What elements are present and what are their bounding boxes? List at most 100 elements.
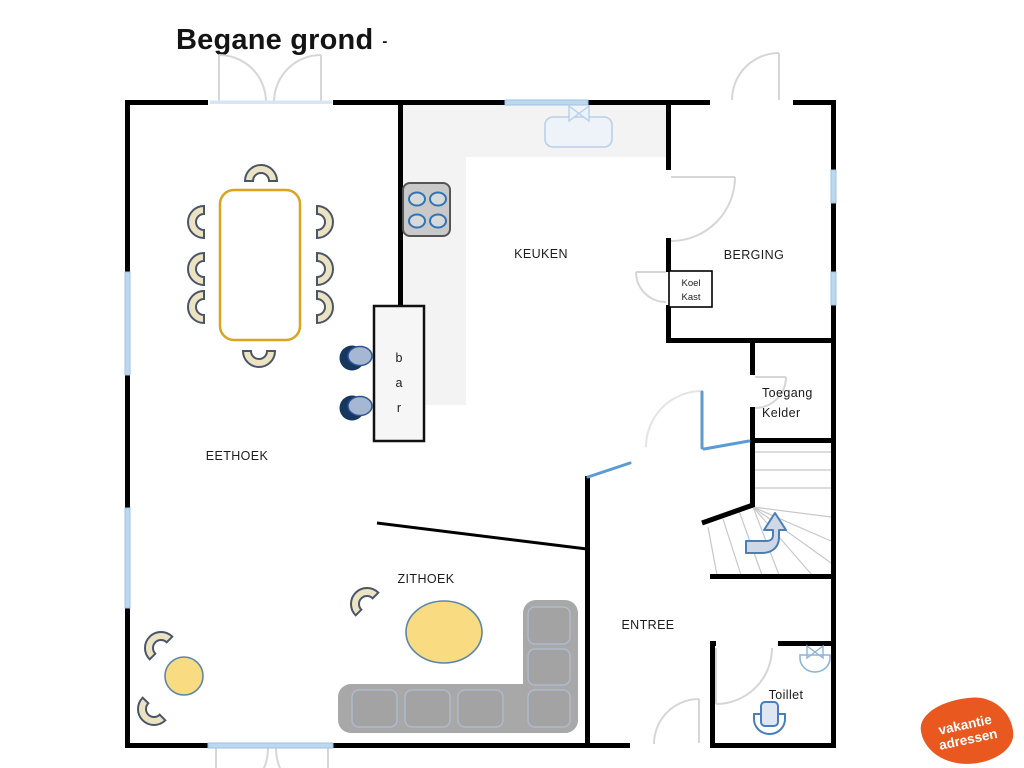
side-table <box>164 656 204 696</box>
sofa-cushion <box>527 648 571 686</box>
wall <box>831 305 836 748</box>
wall-toilet-west <box>710 641 715 748</box>
stair-winder <box>752 506 813 576</box>
sofa-cushion <box>404 689 451 728</box>
wall <box>793 100 836 105</box>
wall-berging-west <box>666 305 671 340</box>
sofa-cushion <box>527 689 571 728</box>
windows <box>124 99 837 749</box>
wall <box>712 743 836 748</box>
burner <box>429 191 447 207</box>
wall-kelder-west <box>750 343 755 375</box>
window-left-upper <box>124 271 131 376</box>
room-label-berging: BERGING <box>724 248 784 262</box>
garden-door-left-arc <box>262 747 269 768</box>
dining-chair <box>241 350 277 368</box>
kitchen-counter-floor <box>403 105 666 405</box>
burner <box>408 213 426 229</box>
walls <box>125 100 836 748</box>
back-door-arc <box>731 52 780 101</box>
bar-label-b: b <box>396 351 403 365</box>
stair-winder <box>752 506 832 564</box>
toilet-tank <box>760 701 779 727</box>
wall-stairs-south <box>710 574 836 579</box>
sofa-cushion <box>527 606 571 645</box>
stove <box>402 182 451 237</box>
wall <box>333 743 630 748</box>
window-right-upper <box>830 169 837 204</box>
room-label-toegang: Toegang <box>762 386 813 400</box>
toilet-door-arc <box>715 647 773 705</box>
dining-chair <box>316 289 334 325</box>
wall-kelder-south <box>750 438 836 443</box>
page-title-suffix: - <box>382 32 388 50</box>
rug-oval <box>405 600 483 664</box>
wall <box>125 375 130 508</box>
bar-stool-seat <box>347 345 373 367</box>
page-title: Begane grond- <box>176 24 388 57</box>
wall-entree-west <box>585 476 590 748</box>
berging-door-arc <box>670 176 736 242</box>
kitchen-sink <box>544 104 613 148</box>
wall <box>831 203 836 272</box>
hall-door-arc <box>645 390 703 448</box>
sink-basin <box>544 116 613 148</box>
wall <box>125 743 208 748</box>
page-title-text: Begane grond <box>176 24 374 56</box>
faucet-bowtie-icon <box>806 644 824 660</box>
bar-label-r: r <box>397 401 401 415</box>
logo-text: vakantie adressen <box>935 712 999 754</box>
toilet-fixtures <box>753 644 831 735</box>
washbasin <box>799 654 831 673</box>
koelkast-label-2: Kast <box>681 292 700 303</box>
stair-winder <box>707 526 718 576</box>
dining-table <box>218 188 302 342</box>
wall <box>333 100 505 105</box>
bar-counter <box>372 304 426 443</box>
sofa <box>338 600 578 733</box>
wall <box>125 608 130 748</box>
window-left-lower <box>124 507 131 609</box>
french-door-right-arc <box>273 54 322 103</box>
dining-chairs <box>187 164 334 368</box>
wall <box>588 100 710 105</box>
bar-stools <box>339 345 373 421</box>
dining-chair <box>187 251 205 287</box>
open-door-leaf <box>702 439 751 451</box>
stove-top <box>402 182 451 237</box>
window-top <box>504 99 589 106</box>
wall <box>125 100 130 272</box>
wall-zithoek-diagonal <box>376 521 588 551</box>
wall-berging-south <box>666 338 836 343</box>
stairs <box>707 451 832 576</box>
bar-stool-seat <box>347 395 373 417</box>
dining-chair <box>243 164 279 182</box>
room-label-keuken: KEUKEN <box>514 247 568 261</box>
room-label-entree: ENTREE <box>621 618 674 632</box>
kelder-door-arc <box>754 376 787 409</box>
stairs-up-arrow-icon <box>745 512 787 554</box>
french-door-sill <box>210 100 332 104</box>
wall-berging-west <box>666 238 671 272</box>
french-door-left-arc <box>218 54 267 103</box>
sofa-cushion <box>457 689 504 728</box>
armchair <box>144 631 174 661</box>
dining-chair <box>187 204 205 240</box>
room-label-eethoek: EETHOEK <box>206 449 269 463</box>
dining-chair <box>316 251 334 287</box>
koelkast-box: Koel Kast <box>668 270 713 308</box>
burner <box>429 213 447 229</box>
sofa-cushion <box>351 689 398 728</box>
burner <box>408 191 426 207</box>
entrance-door-arc <box>653 698 700 745</box>
room-label-toilet: Toillet <box>769 688 804 702</box>
dining-chair <box>187 289 205 325</box>
wall-toilet-north <box>778 641 836 646</box>
wall-stairwell-west <box>750 407 755 507</box>
wall-kitchen-divider <box>398 103 403 306</box>
open-doors <box>586 390 751 479</box>
stair-winder <box>722 518 742 576</box>
dining-chair <box>316 204 334 240</box>
